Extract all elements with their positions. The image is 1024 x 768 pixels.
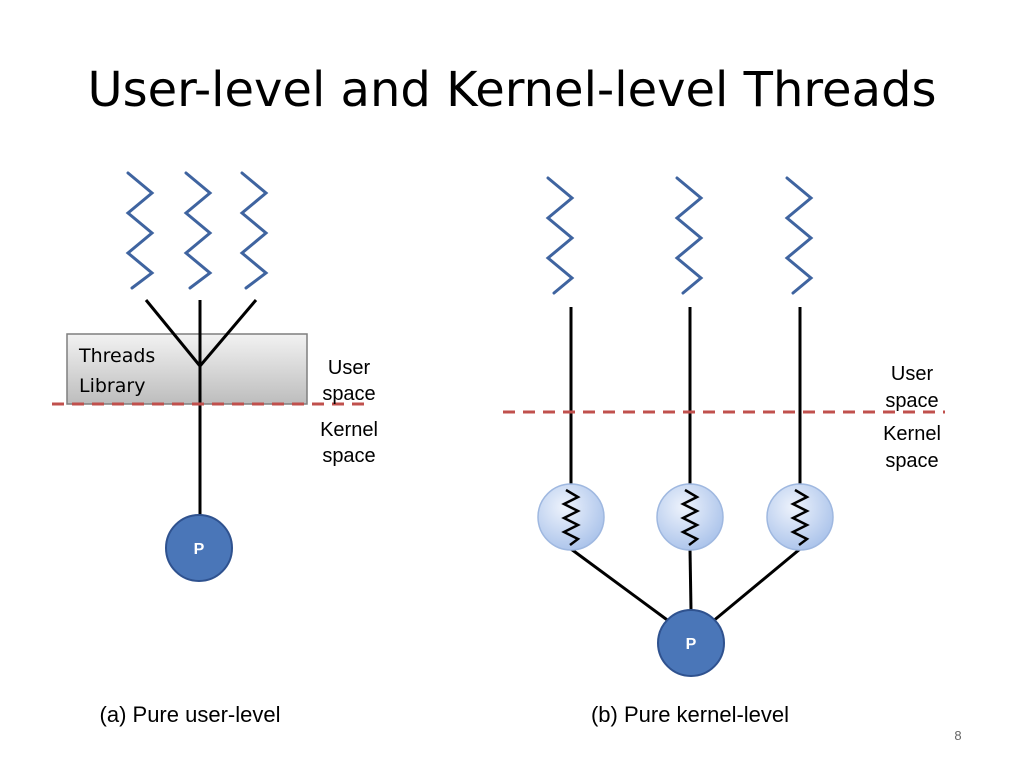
processor-node: [165, 514, 233, 582]
user-thread-squiggle: [545, 176, 575, 295]
kernel-thread-node: [766, 483, 834, 551]
user-thread-squiggle: [239, 171, 269, 290]
user-thread-squiggle: [674, 176, 704, 295]
kernel-space-label-line2: space: [322, 445, 375, 467]
kernel-space-label-line1: Kernel: [883, 423, 941, 445]
user-space-label-line2: space: [885, 390, 938, 412]
kernel-space-label-line1: Kernel: [320, 419, 378, 441]
thread-link: [198, 299, 258, 367]
processor-link: [570, 547, 671, 624]
user-thread-squiggle: [125, 171, 155, 290]
user-space-label-line1: User: [891, 363, 934, 385]
threads-library-label-line2: Library: [79, 375, 145, 397]
threads-library-box: [66, 333, 308, 405]
kernel-thread-squiggle: [561, 488, 581, 546]
panel-a: Threads Library User space Kernel space …: [52, 171, 378, 727]
processor-label: P: [194, 541, 205, 558]
kernel-thread-node: [537, 483, 605, 551]
kernel-thread-node: [656, 483, 724, 551]
thread-link: [144, 299, 202, 367]
processor-link: [711, 547, 801, 624]
processor-node: [657, 609, 725, 677]
slide-title: User-level and Kernel-level Threads: [87, 62, 937, 118]
user-thread-squiggle: [183, 171, 213, 290]
user-space-label-line2: space: [322, 383, 375, 405]
slide-number: 8: [954, 728, 961, 743]
kernel-space-label-line2: space: [885, 450, 938, 472]
caption-a: (a) Pure user-level: [100, 702, 281, 727]
caption-b: (b) Pure kernel-level: [591, 702, 789, 727]
processor-label: P: [686, 636, 697, 653]
kernel-thread-squiggle: [680, 488, 700, 546]
kernel-thread-squiggle: [790, 488, 810, 546]
panel-b: User space Kernel space P (b) Pure kerne…: [503, 176, 945, 727]
processor-link: [688, 548, 693, 611]
user-thread-squiggle: [784, 176, 814, 295]
user-space-label-line1: User: [328, 357, 371, 379]
threads-library-label-line1: Threads: [78, 345, 155, 367]
